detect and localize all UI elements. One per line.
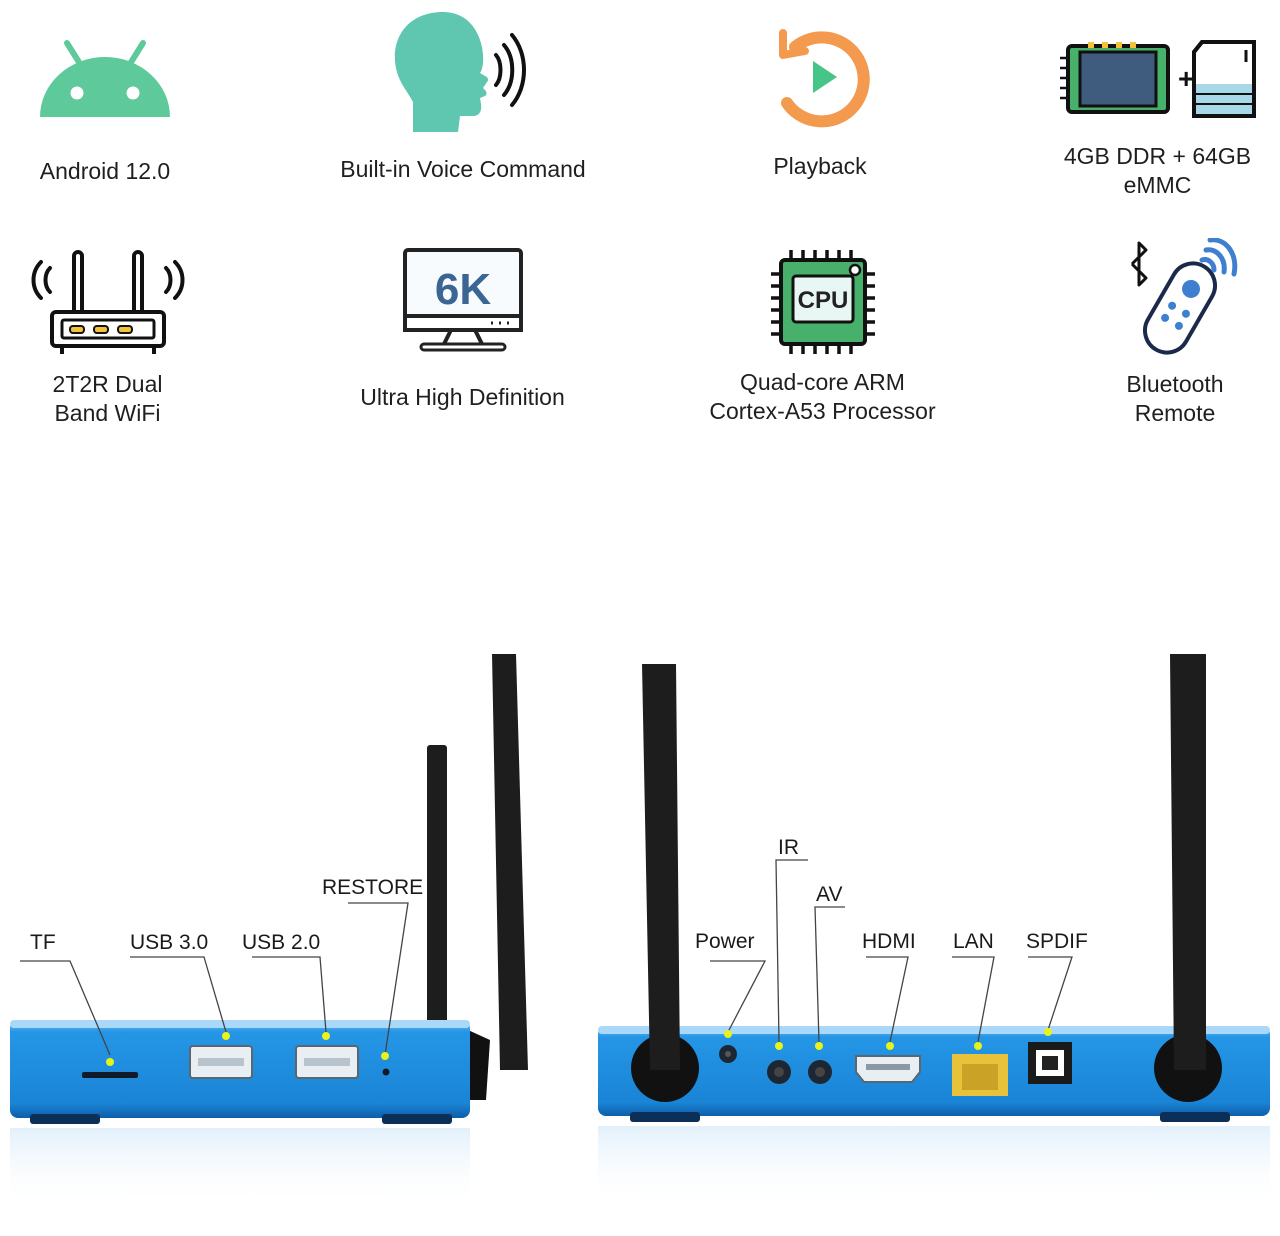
feature-wifi-router: 2T2R Dual Band WiFi (15, 248, 200, 428)
port-label-power: Power (695, 930, 755, 953)
feature-cpu: CPU Quad-core ARM Cortex-A53 Processor (690, 246, 955, 426)
port-label-ir: IR (778, 836, 799, 859)
usb-3-port (189, 1045, 253, 1079)
lan-port (952, 1054, 1008, 1096)
bluetooth-remote-icon (1130, 238, 1238, 355)
feature-memory-storage: + 4GB DDR + 64GB eMMC (1050, 38, 1265, 200)
power-jack (719, 1045, 737, 1063)
wifi-router-icon (31, 250, 184, 354)
port-label-tf: TF (30, 931, 56, 954)
port-label-av: AV (816, 883, 843, 906)
port-label-usb-3: USB 3.0 (130, 931, 209, 954)
feature-voice-command: Built-in Voice Command (322, 10, 604, 184)
tf-card-slot (82, 1072, 138, 1078)
feature-label: 4GB DDR + 64GB eMMC (1063, 143, 1252, 198)
cpu-badge: CPU (797, 287, 848, 314)
feature-label: Playback (773, 153, 867, 179)
device-illustrations (10, 654, 1270, 1208)
port-label-restore: RESTORE (322, 876, 424, 899)
feature-playback: Playback (720, 25, 920, 181)
android-icon (40, 40, 170, 117)
feature-android: Android 12.0 (10, 35, 200, 186)
port-label-hdmi: HDMI (862, 930, 916, 953)
av-jack (808, 1060, 832, 1084)
feature-label: Bluetooth Remote (1126, 371, 1224, 426)
port-label-spdif: SPDIF (1026, 930, 1088, 953)
cpu-icon: CPU (770, 250, 875, 354)
port-label-lan: LAN (953, 930, 994, 953)
feature-label: Android 12.0 (39, 158, 171, 184)
memory-storage-icon: + (1059, 40, 1256, 118)
feature-label: Built-in Voice Command (340, 156, 586, 182)
device-body (598, 1026, 1270, 1116)
front-device (10, 654, 528, 1208)
voice-command-icon (394, 12, 526, 132)
feature-label: Ultra High Definition (360, 384, 565, 410)
antenna (1170, 654, 1206, 1070)
spdif-port (1028, 1042, 1072, 1084)
feature-bluetooth-remote: Bluetooth Remote (1080, 238, 1270, 428)
rear-device (598, 654, 1270, 1206)
antenna (427, 745, 447, 1030)
feature-ultra-hd: 6K Ultra High Definition (330, 246, 595, 412)
ir-jack (767, 1060, 791, 1084)
svg-text:+: + (1178, 63, 1194, 94)
restore-button (382, 1068, 390, 1076)
feature-label: Quad-core ARM Cortex-A53 Processor (709, 369, 936, 424)
port-label-usb-2: USB 2.0 (242, 931, 321, 954)
usb-2-port (295, 1045, 359, 1079)
feature-label: 2T2R Dual Band WiFi (52, 371, 163, 426)
playback-icon (779, 29, 870, 128)
antenna (642, 664, 680, 1070)
monitor-6k-icon: 6K (402, 248, 523, 352)
hdmi-port (855, 1055, 921, 1083)
antenna (492, 654, 528, 1070)
monitor-badge: 6K (434, 265, 490, 314)
